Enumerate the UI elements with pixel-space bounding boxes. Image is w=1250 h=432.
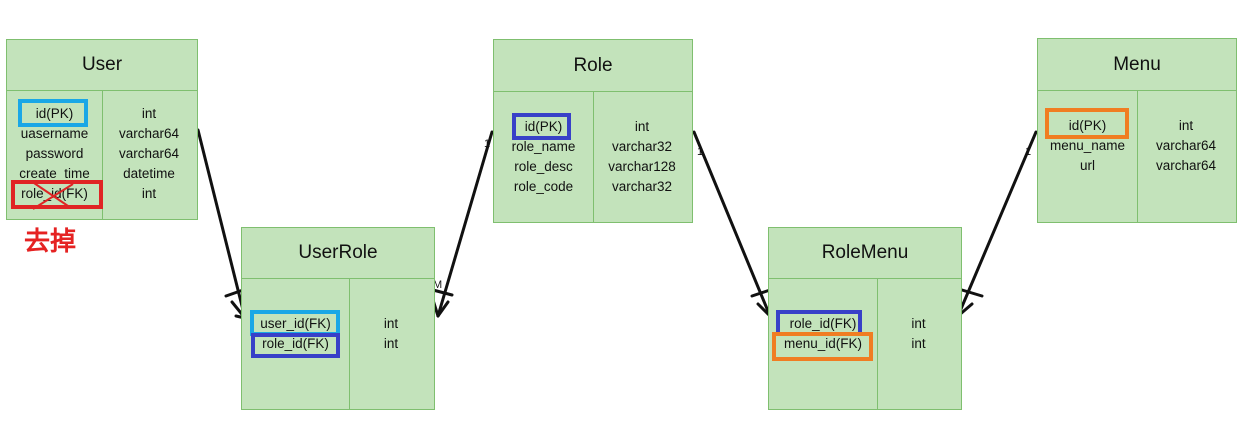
field-name: role_id(FK) (789, 316, 857, 331)
field-name: id(PK) (524, 119, 563, 134)
remove-annotation: 去掉 (24, 227, 77, 257)
field-type: varchar64 (118, 126, 180, 141)
entity-title: Menu (1038, 39, 1236, 91)
field-names: id(PK) uasername password create_time ro… (7, 90, 103, 219)
field-name: url (1079, 158, 1095, 173)
entity-title: User (7, 40, 197, 91)
entity-menu[interactable]: Menu id(PK) menu_name url int varchar64 … (1037, 38, 1237, 223)
field-name: role_name (511, 139, 576, 154)
field-name: role_code (513, 179, 574, 194)
field-name: id(PK) (1068, 118, 1107, 133)
field-name: role_id(FK) (262, 336, 329, 351)
entity-user[interactable]: User id(PK) uasername password create_ti… (6, 39, 198, 220)
field-type: int (141, 106, 157, 121)
field-type: int (911, 336, 926, 351)
entity-rolemenu[interactable]: RoleMenu role_id(FK) menu_id(FK) int int (768, 227, 962, 410)
field-type: int (141, 186, 157, 201)
field-type: int (383, 336, 399, 351)
field-types: int int (876, 278, 961, 409)
field-name: create_time (19, 166, 90, 181)
field-name: menu_id(FK) (783, 336, 863, 351)
field-names: user_id(FK) role_id(FK) (242, 278, 350, 409)
field-type: varchar128 (608, 159, 676, 174)
field-type: varchar64 (1155, 158, 1217, 173)
cardinality-role-left: 1 (484, 138, 491, 150)
entity-title: UserRole (242, 228, 434, 279)
field-name: password (25, 146, 84, 161)
field-name: id(PK) (35, 106, 74, 121)
entity-title: Role (494, 40, 692, 92)
field-names: role_id(FK) menu_id(FK) (769, 278, 878, 409)
entity-role[interactable]: Role id(PK) role_name role_desc role_cod… (493, 39, 693, 223)
field-type: int (634, 119, 650, 134)
strike-cross-icon (30, 180, 74, 210)
link-role-userrole (436, 130, 494, 318)
field-name: user_id(FK) (260, 316, 331, 331)
highlight-pk (512, 113, 571, 140)
field-types: int varchar64 varchar64 datetime int (101, 90, 197, 219)
field-type: varchar32 (611, 139, 673, 154)
highlight-menu-fk (772, 332, 873, 361)
cardinality-menu-left: 1 (1025, 146, 1032, 158)
highlight-removed-field (11, 180, 103, 209)
field-type: varchar64 (118, 146, 180, 161)
field-name: role_desc (514, 159, 573, 174)
entity-title: RoleMenu (769, 228, 961, 279)
entity-userrole[interactable]: UserRole user_id(FK) role_id(FK) int int (241, 227, 435, 410)
field-type: varchar32 (611, 179, 673, 194)
field-type: int (1178, 118, 1194, 133)
field-name: menu_name (1049, 138, 1126, 153)
field-name: role_id(FK) (21, 186, 88, 201)
field-names: id(PK) menu_name url (1038, 90, 1138, 222)
field-name: uasername (20, 126, 89, 141)
field-types: int varchar32 varchar128 varchar32 (592, 91, 692, 222)
highlight-pk (1045, 108, 1129, 139)
field-names: id(PK) role_name role_desc role_code (494, 91, 594, 222)
link-role-rolemenu (692, 130, 772, 318)
highlight-role-fk (251, 333, 340, 358)
field-types: int varchar64 varchar64 (1136, 90, 1236, 222)
field-type: datetime (123, 166, 175, 181)
link-user-userrole (196, 128, 247, 320)
cardinality-role-right: 1 (697, 146, 704, 158)
field-type: int (911, 316, 926, 331)
link-menu-rolemenu (956, 130, 1038, 318)
field-type: int (383, 316, 399, 331)
highlight-pk (18, 99, 88, 127)
cardinality-userrole-right: M (433, 279, 443, 291)
field-types: int int (348, 278, 434, 409)
field-type: varchar64 (1155, 138, 1217, 153)
